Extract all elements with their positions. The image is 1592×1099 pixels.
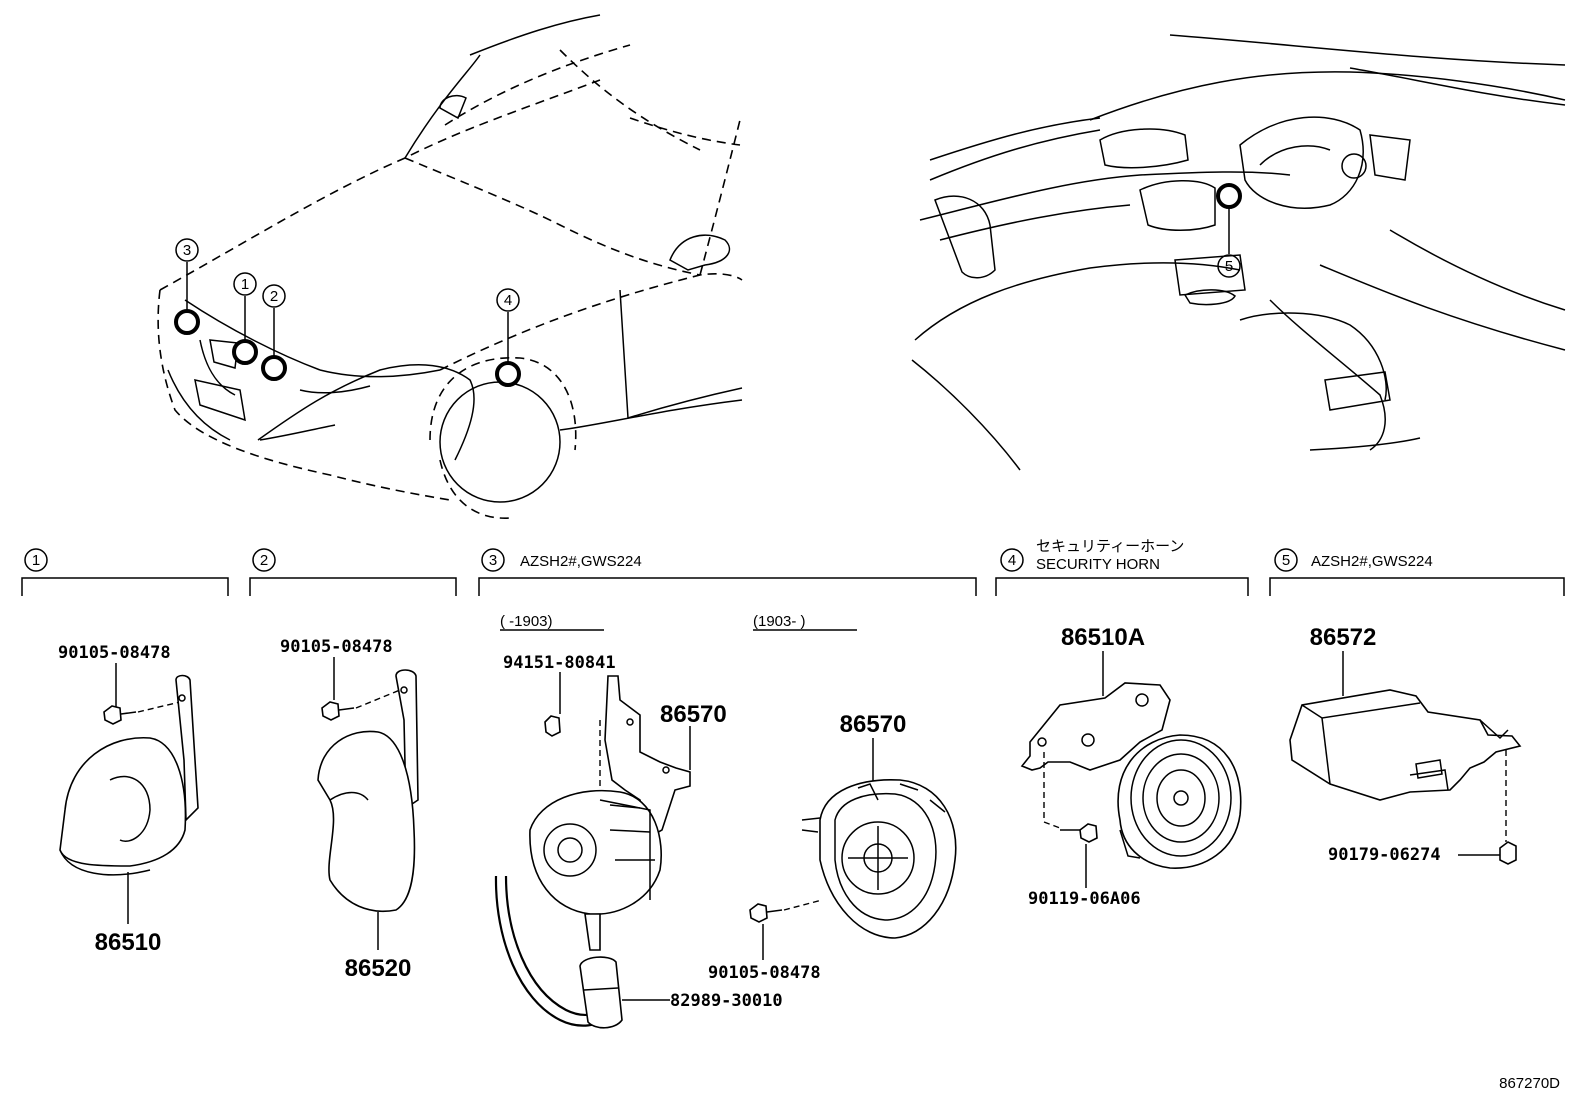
section-4-label-jp: セキュリティーホーン bbox=[1036, 538, 1184, 555]
part-s2-horn-number: 86520 bbox=[345, 955, 412, 982]
section-2-horn-assembly: 90105-08478 86520 bbox=[280, 637, 419, 982]
part-s1-bolt-number: 90105-08478 bbox=[58, 643, 171, 663]
part-s5-nut-number: 90179-06274 bbox=[1328, 845, 1441, 865]
callout-2-top: 2 bbox=[270, 288, 278, 305]
location-marker-5 bbox=[1216, 183, 1242, 209]
section-1-number: 1 bbox=[32, 552, 40, 569]
section-headers: 1 2 3 AZSH2#,GWS224 4 セキュリティーホーン SECURIT… bbox=[21, 538, 1565, 596]
callout-3-top: 3 bbox=[183, 242, 191, 259]
part-s2-bolt-number: 90105-08478 bbox=[280, 637, 393, 657]
location-markers-exterior: 3 1 2 4 bbox=[174, 238, 521, 387]
part-s3-nut-number: 94151-80841 bbox=[503, 653, 616, 673]
s4-bolt-icon bbox=[1060, 823, 1098, 843]
section-3-label: AZSH2#,GWS224 bbox=[520, 553, 642, 570]
location-marker-4 bbox=[495, 361, 521, 387]
s2-bolt-icon bbox=[321, 701, 355, 721]
part-s3-speaker-early-number: 86570 bbox=[660, 701, 727, 728]
section-4-security-horn-assembly: 86510A 90119-06A06 bbox=[1020, 624, 1242, 909]
callout-1-top: 1 bbox=[241, 276, 249, 293]
s5-nut-icon bbox=[1499, 841, 1517, 865]
part-s4-bolt-number: 90119-06A06 bbox=[1028, 889, 1141, 909]
s3-bolt-icon bbox=[749, 903, 783, 923]
section-3-speaker-assembly: ( -1903) (1903- ) 94151-80841 86570 8298… bbox=[494, 613, 957, 1029]
date-range-early: ( -1903) bbox=[500, 613, 553, 630]
section-3-number: 3 bbox=[489, 552, 497, 569]
part-s4-horn-number: 86510A bbox=[1061, 624, 1145, 651]
section-5-module-assembly: 86572 90179-06274 bbox=[1289, 624, 1522, 865]
section-4-number: 4 bbox=[1008, 552, 1016, 569]
part-s1-horn-number: 86510 bbox=[95, 929, 162, 956]
callout-5-top: 5 bbox=[1225, 258, 1233, 275]
dashboard-interior-illustration bbox=[911, 34, 1566, 471]
section-1-horn-assembly: 90105-08478 86510 bbox=[58, 643, 199, 956]
part-s5-module-number: 86572 bbox=[1310, 624, 1377, 651]
date-range-late: (1903- ) bbox=[753, 613, 806, 630]
location-marker-2 bbox=[261, 355, 287, 381]
section-4-label-en: SECURITY HORN bbox=[1036, 556, 1160, 573]
s1-bolt-icon bbox=[103, 705, 137, 725]
part-s3-bolt-number: 90105-08478 bbox=[708, 963, 821, 983]
car-exterior-illustration bbox=[157, 14, 743, 519]
location-marker-3 bbox=[174, 309, 200, 335]
section-2-number: 2 bbox=[260, 552, 268, 569]
part-s3-connector-number: 82989-30010 bbox=[670, 991, 783, 1011]
part-s3-speaker-late-number: 86570 bbox=[840, 711, 907, 738]
location-marker-1 bbox=[232, 339, 258, 365]
callout-4-top: 4 bbox=[504, 292, 512, 309]
diagram-code: 867270D bbox=[1499, 1075, 1560, 1092]
location-marker-5-group: 5 bbox=[1216, 183, 1242, 278]
section-5-number: 5 bbox=[1282, 552, 1290, 569]
section-5-label: AZSH2#,GWS224 bbox=[1311, 553, 1433, 570]
s3-nut-icon bbox=[544, 715, 561, 737]
